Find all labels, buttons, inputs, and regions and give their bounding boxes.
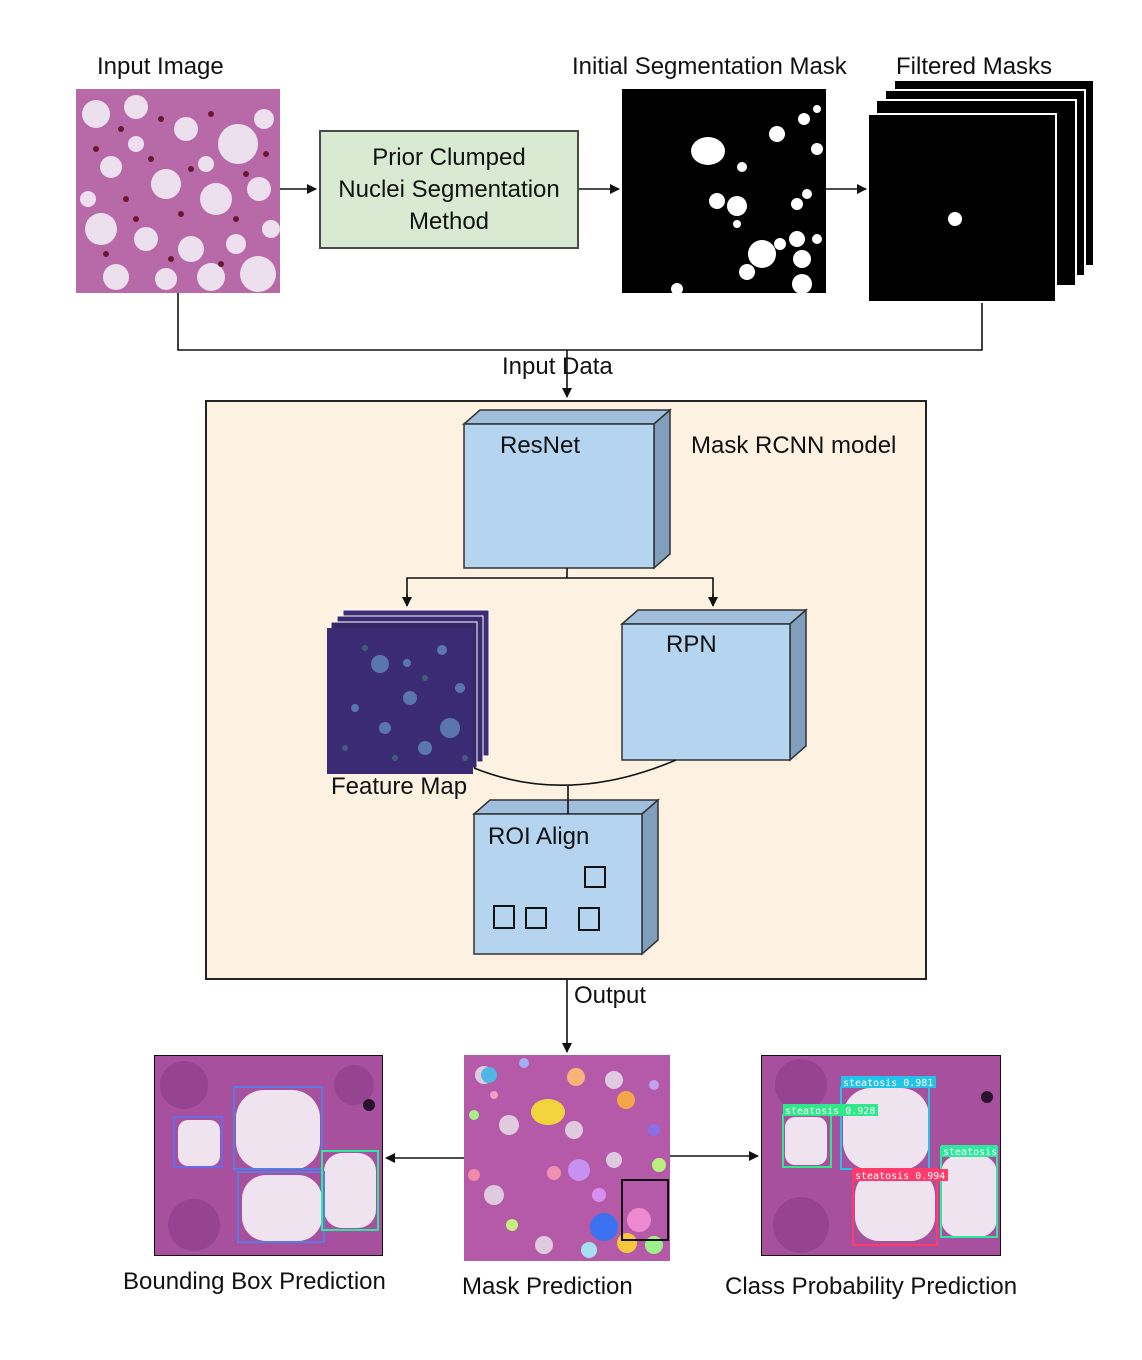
input-image [76,89,280,293]
mask-prediction-image [464,1055,670,1261]
class-prob-prediction-label: Class Probability Prediction [725,1273,1018,1300]
output-label: Output [574,982,647,1009]
class-tag-4: steatosis 0.994 [855,1171,945,1182]
class-tag-2: steatosis 0.928 [785,1106,875,1117]
filtered-masks-label: Filtered Masks [896,53,1053,80]
input-image-label: Input Image [97,53,224,80]
prior-method-box: Prior Clumped Nuclei Segmentation Method [319,130,579,249]
bbox-prediction-image [154,1055,383,1256]
class-prob-prediction-image: steatosis 0.981 steatosis 0.928 steatosi… [761,1055,1001,1256]
class-tag-1: steatosis 0.981 [843,1078,933,1089]
mask-prediction-label: Mask Prediction [462,1273,633,1300]
feature-map-stack [327,609,490,774]
prior-method-line-2: Nuclei Segmentation [338,175,560,203]
roi-align-block [472,798,660,956]
bbox-prediction-label: Bounding Box Prediction [123,1268,386,1295]
feature-map-label: Feature Map [331,773,468,800]
initial-mask-label: Initial Segmentation Mask [572,53,847,80]
roi-align-text: ROI Align [488,823,590,850]
filtered-masks-stack [867,79,1095,303]
prior-method-line-1: Prior Clumped [372,143,526,171]
prior-method-line-3: Method [408,207,490,235]
resnet-block [462,408,672,570]
rpn-block [620,608,808,762]
model-title: Mask RCNN model [691,432,897,459]
input-data-label: Input Data [502,353,613,380]
resnet-label: ResNet [500,432,581,459]
initial-segmentation-mask [622,89,826,293]
rpn-label: RPN [666,631,717,658]
class-tag-3: steatosis [943,1147,997,1158]
